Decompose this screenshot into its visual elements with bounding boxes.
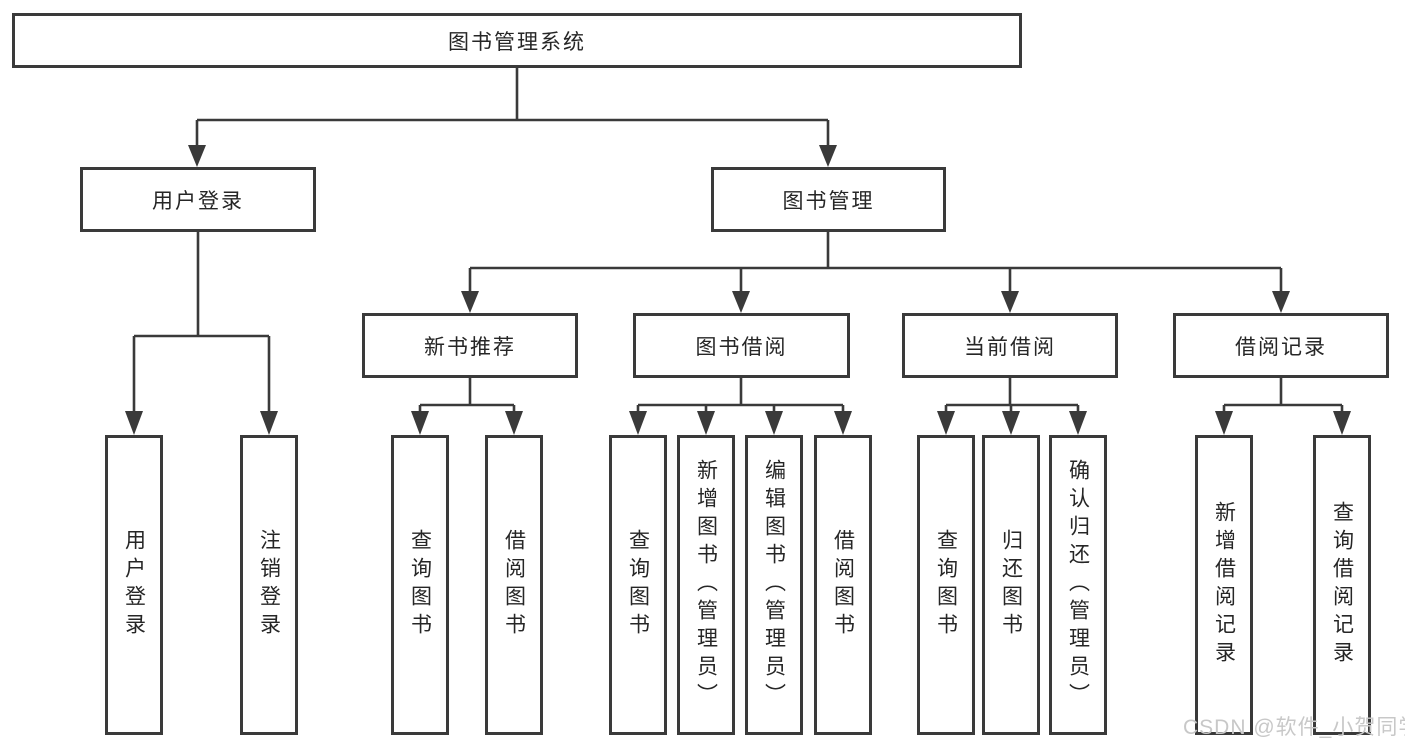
node-current-borrowing-label: 当前借阅 xyxy=(964,335,1056,359)
leaf-current-return-books-label: 归还图书 xyxy=(999,529,1023,641)
node-book-management: 图书管理 xyxy=(711,167,946,232)
leaf-borrowing-edit-books-admin-label: 编辑图书（管理员） xyxy=(762,459,786,711)
leaf-logout-label: 注销登录 xyxy=(257,529,281,641)
leaf-records-add-record: 新增借阅记录 xyxy=(1195,435,1253,735)
node-book-borrowing-label: 图书借阅 xyxy=(695,335,788,359)
leaf-recommend-borrow-books: 借阅图书 xyxy=(485,435,543,735)
node-user-login-label: 用户登录 xyxy=(152,189,244,213)
watermark: CSDN @软件_小贺同学 xyxy=(1183,716,1405,739)
root-label: 图书管理系统 xyxy=(448,30,586,54)
leaf-logout: 注销登录 xyxy=(240,435,298,735)
leaf-current-query-books-label: 查询图书 xyxy=(934,529,958,641)
leaf-borrowing-query-books: 查询图书 xyxy=(609,435,667,735)
leaf-records-add-record-label: 新增借阅记录 xyxy=(1212,501,1236,669)
node-new-book-recommend-label: 新书推荐 xyxy=(424,335,516,359)
node-borrowing-records: 借阅记录 xyxy=(1173,313,1389,378)
leaf-current-return-books: 归还图书 xyxy=(982,435,1040,735)
leaf-borrowing-add-books-admin: 新增图书（管理员） xyxy=(677,435,735,735)
node-current-borrowing: 当前借阅 xyxy=(902,313,1118,378)
leaf-borrowing-edit-books-admin: 编辑图书（管理员） xyxy=(745,435,803,735)
leaf-records-query-record-label: 查询借阅记录 xyxy=(1330,501,1354,669)
leaf-current-confirm-return-admin: 确认归还（管理员） xyxy=(1049,435,1107,735)
node-book-management-label: 图书管理 xyxy=(782,189,875,213)
leaf-borrowing-add-books-admin-label: 新增图书（管理员） xyxy=(694,459,718,711)
leaf-borrowing-borrow-books: 借阅图书 xyxy=(814,435,872,735)
leaf-recommend-query-books: 查询图书 xyxy=(391,435,449,735)
leaf-user-login: 用户登录 xyxy=(105,435,163,735)
node-borrowing-records-label: 借阅记录 xyxy=(1235,335,1327,359)
leaf-records-query-record: 查询借阅记录 xyxy=(1313,435,1371,735)
leaf-current-confirm-return-admin-label: 确认归还（管理员） xyxy=(1066,459,1090,711)
leaf-borrowing-query-books-label: 查询图书 xyxy=(626,529,650,641)
leaf-borrowing-borrow-books-label: 借阅图书 xyxy=(831,529,855,641)
leaf-recommend-query-books-label: 查询图书 xyxy=(408,529,432,641)
leaf-user-login-label: 用户登录 xyxy=(122,529,146,641)
leaf-recommend-borrow-books-label: 借阅图书 xyxy=(502,529,526,641)
node-user-login: 用户登录 xyxy=(80,167,316,232)
node-book-borrowing: 图书借阅 xyxy=(633,313,850,378)
leaf-current-query-books: 查询图书 xyxy=(917,435,975,735)
node-root-title: 图书管理系统 xyxy=(12,13,1022,68)
node-new-book-recommend: 新书推荐 xyxy=(362,313,578,378)
